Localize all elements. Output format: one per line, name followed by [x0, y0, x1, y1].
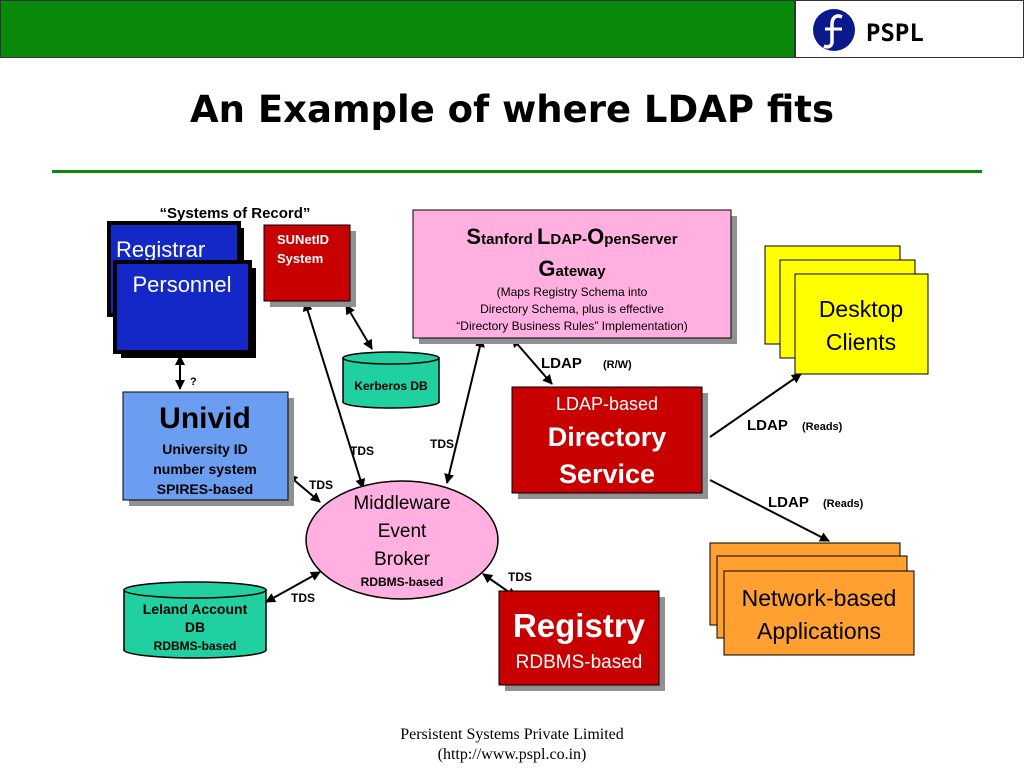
personnel-box: Personnel: [113, 260, 256, 358]
gateway-title-line-1: Stanford LDAP-OpenServer: [466, 224, 677, 249]
ldap-label-rw: LDAP: [541, 355, 582, 372]
univid-title: Univid: [159, 402, 251, 435]
tds-label-gateway: TDS: [430, 437, 454, 451]
rw-label: (R/W): [603, 359, 632, 371]
network-apps-stack: Network-based Applications: [709, 542, 915, 656]
univid-line-3: SPIRES-based: [157, 481, 253, 497]
univid-line-2: number system: [153, 461, 256, 477]
ldap-label-desktop: LDAP: [747, 417, 788, 434]
connector-directory-network: [709, 479, 830, 542]
directory-service-box: LDAP-based Directory Service: [511, 386, 708, 499]
sunetid-line-1: SUNetID: [277, 232, 329, 247]
gateway-desc-3: “Directory Business Rules” Implementatio…: [456, 319, 687, 333]
registrar-label: Registrar: [116, 237, 205, 262]
question-label: ?: [190, 376, 197, 388]
desktop-line-2: Clients: [826, 329, 896, 355]
tds-label-univid: TDS: [309, 478, 333, 492]
reads-label-desktop: (Reads): [802, 421, 843, 433]
gateway-title-line-2: Gateway: [538, 256, 606, 281]
footer-url: (http://www.pspl.co.in): [437, 746, 587, 763]
directory-line-2: Directory: [548, 422, 667, 452]
logo-box: PSPL: [795, 0, 1024, 58]
pspl-logo-icon: [813, 9, 855, 51]
directory-line-3: Service: [559, 459, 655, 489]
leland-line-3: RDBMS-based: [154, 639, 237, 653]
registry-line-2: RDBMS-based: [516, 652, 643, 673]
sunetid-line-2: System: [277, 251, 323, 266]
gateway-box: Stanford LDAP-OpenServer Gateway (Maps R…: [412, 209, 737, 344]
event-broker: Middleware Event Broker RDBMS-based: [305, 480, 499, 600]
univid-line-1: University ID: [162, 441, 248, 457]
connector-labels: ? TDS TDS TDS TDS TDS LDAP (R/W) LDAP (R…: [190, 355, 864, 605]
connector-sunetid-kerberos: [345, 304, 373, 350]
title-divider: [52, 170, 982, 173]
desktop-line-1: Desktop: [819, 296, 903, 322]
connector-gateway-directory: [511, 337, 553, 385]
network-line-2: Applications: [757, 618, 881, 644]
leland-line-1: Leland Account: [143, 601, 248, 617]
sunetid-box: SUNetID System: [263, 224, 356, 307]
ldap-architecture-diagram: ? TDS TDS TDS TDS TDS LDAP (R/W) LDAP (R…: [107, 205, 929, 691]
header-bar: [0, 0, 795, 58]
brand-name: PSPL: [866, 19, 924, 47]
tds-label-sunetid: TDS: [350, 444, 374, 458]
connector-sunetid-broker: [302, 301, 366, 489]
tds-label-registry: TDS: [508, 570, 532, 584]
tds-label-leland: TDS: [291, 591, 315, 605]
univid-box: Univid University ID number system SPIRE…: [122, 391, 294, 506]
gateway-desc-1: (Maps Registry Schema into: [497, 285, 648, 299]
leland-line-2: DB: [185, 619, 205, 635]
broker-line-2: Event: [378, 521, 427, 542]
broker-line-1: Middleware: [353, 493, 450, 514]
slide-title: An Example of where LDAP fits: [190, 88, 834, 131]
ldap-label-network: LDAP: [768, 494, 809, 511]
connector-gateway-broker: [444, 337, 485, 484]
desktop-clients-stack: Desktop Clients: [764, 245, 929, 375]
slide-footer: Persistent Systems Private Limited (http…: [312, 725, 712, 765]
registry-line-1: Registry: [513, 607, 646, 644]
broker-line-4: RDBMS-based: [361, 575, 444, 589]
broker-line-3: Broker: [374, 549, 431, 570]
kerberos-db: Kerberos DB: [342, 351, 440, 409]
personnel-label: Personnel: [132, 272, 231, 297]
leland-account-db: Leland Account DB RDBMS-based: [123, 581, 267, 659]
footer-company: Persistent Systems Private Limited: [400, 726, 624, 743]
reads-label-network: (Reads): [823, 498, 864, 510]
registry-box: Registry RDBMS-based: [498, 590, 665, 691]
connector-directory-desktop: [709, 373, 802, 438]
connector-leland-broker: [265, 571, 321, 603]
directory-line-1: LDAP-based: [556, 394, 658, 414]
kerberos-label: Kerberos DB: [354, 379, 428, 393]
gateway-desc-2: Directory Schema, plus is effective: [480, 302, 664, 316]
systems-of-record-label: “Systems of Record”: [160, 205, 311, 222]
network-line-1: Network-based: [742, 585, 897, 611]
